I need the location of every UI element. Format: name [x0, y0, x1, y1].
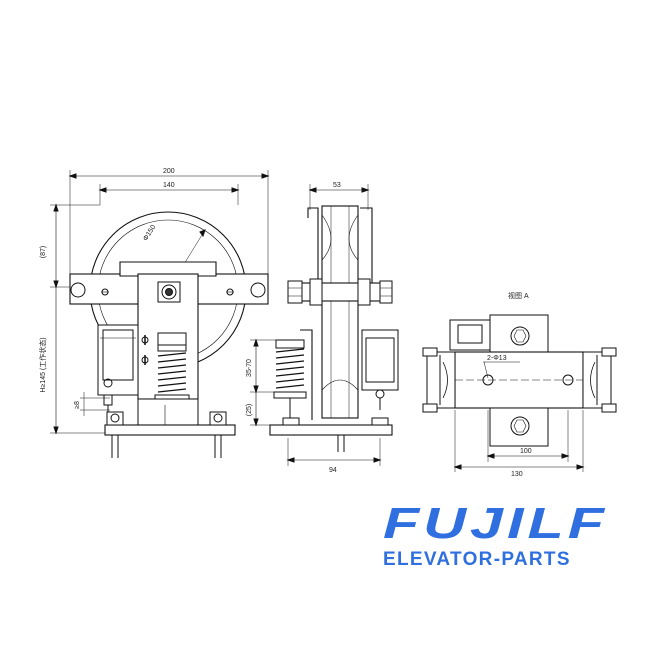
dim-wheel-diameter: Φ150 — [142, 224, 157, 242]
brand-logo: FUJILF — [383, 500, 608, 544]
front-view — [50, 170, 270, 458]
dim-hole-spec: 2-Φ13 — [487, 355, 507, 362]
dim-gap-min: ≥8 — [74, 401, 81, 409]
dim-top-width: 130 — [511, 471, 523, 478]
dim-spring-range: 35-70 — [246, 359, 253, 377]
top-view — [422, 314, 617, 472]
dim-side-width: 53 — [333, 182, 341, 189]
dim-front-width: 200 — [163, 168, 175, 175]
view-label: 视图 A — [508, 291, 529, 300]
brand-tagline: ELEVATOR-PARTS — [383, 549, 571, 570]
side-view — [250, 184, 399, 466]
dim-hole-pitch: 100 — [520, 448, 532, 455]
dim-top-offset: (87) — [40, 246, 47, 258]
dim-front-inner: 140 — [163, 182, 175, 189]
dim-side-base: 94 — [329, 467, 337, 474]
dim-height-working: H≥145 (工作状态) — [38, 337, 47, 392]
brand-logo-text: FUJILF — [383, 500, 608, 544]
dim-spring-nominal: (25) — [246, 404, 253, 416]
